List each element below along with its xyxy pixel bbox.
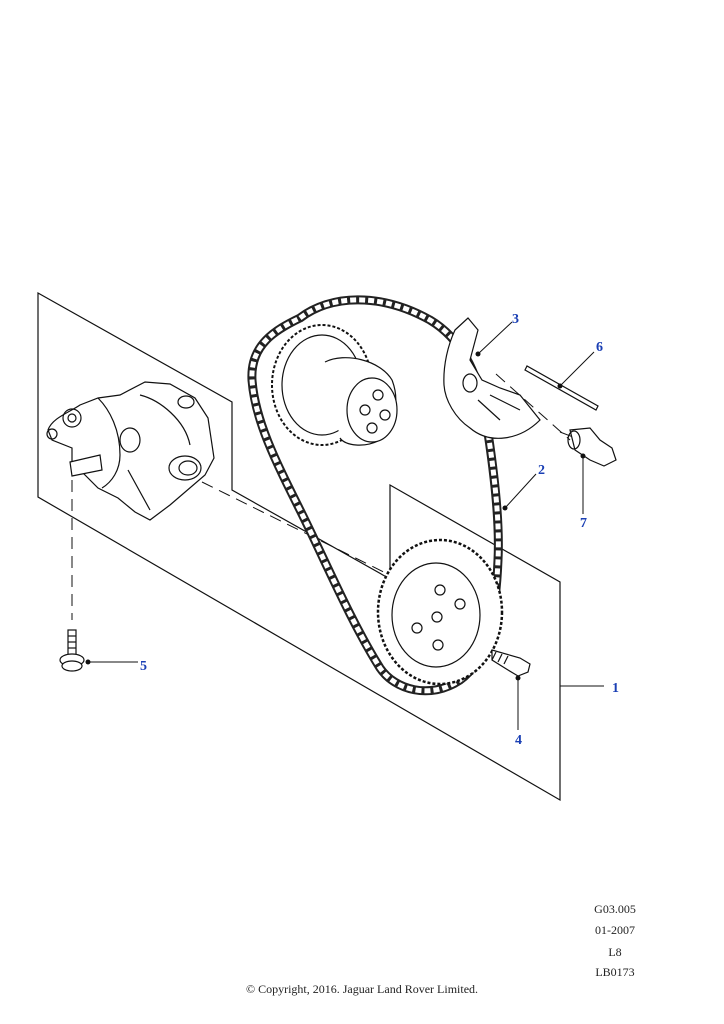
callout-7[interactable]: 7 — [580, 516, 587, 531]
chain-tensioner[interactable] — [443, 317, 541, 439]
leader-dots — [85, 351, 586, 681]
pump-bolt[interactable] — [59, 629, 85, 672]
callout-4[interactable]: 4 — [515, 733, 522, 748]
oil-pump[interactable] — [46, 381, 215, 521]
callout-1[interactable]: 1 — [612, 681, 619, 696]
callout-5[interactable]: 5 — [140, 659, 147, 674]
lower-sprocket[interactable] — [376, 538, 504, 686]
copyright-notice: © Copyright, 2016. Jaguar Land Rover Lim… — [245, 982, 479, 996]
callout-3[interactable]: 3 — [512, 312, 519, 327]
upper-sprocket[interactable] — [271, 324, 398, 446]
diagram-reference: LB0173 — [595, 965, 635, 979]
diagram-date: 01-2007 — [595, 923, 635, 937]
callout-2[interactable]: 2 — [538, 463, 545, 478]
leader-lines — [88, 321, 604, 730]
callout-6[interactable]: 6 — [596, 340, 603, 355]
assembly-boundary — [37, 291, 561, 802]
engine-code: L8 — [608, 945, 622, 959]
pivot-bolt[interactable] — [567, 427, 617, 467]
sprocket-bolt[interactable] — [491, 649, 531, 677]
diagram-code: G03.005 — [594, 902, 636, 916]
